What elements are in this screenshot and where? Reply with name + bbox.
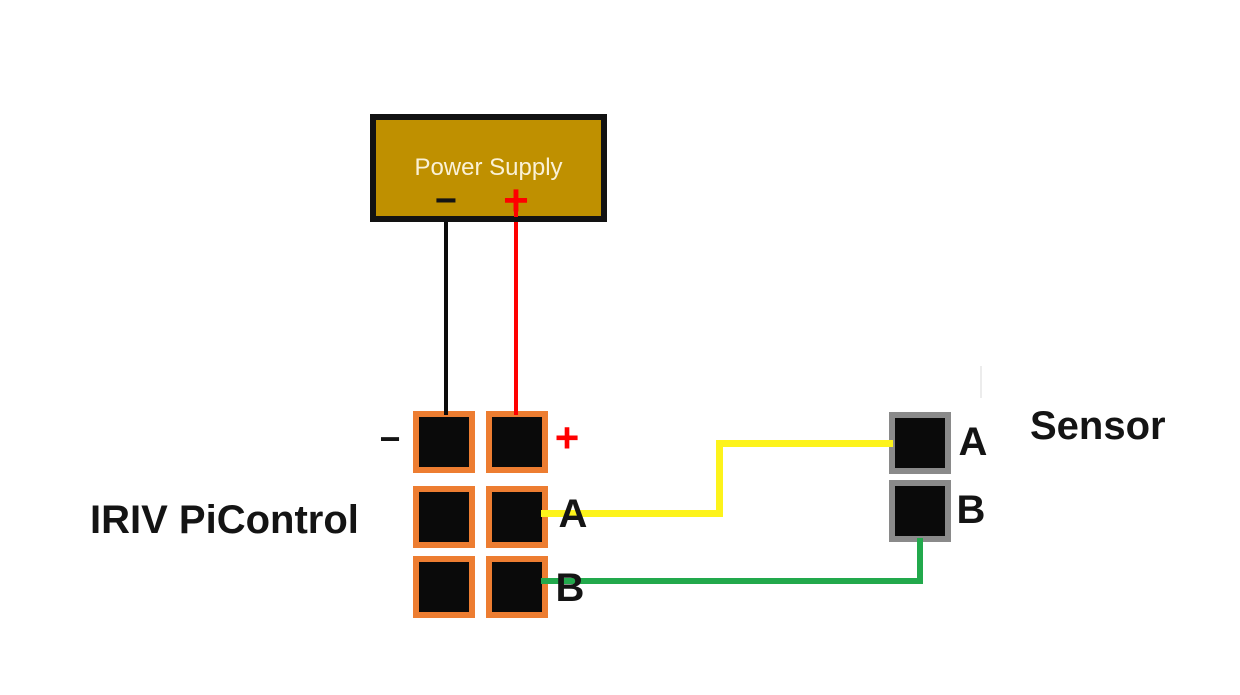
wire-power-positive — [514, 222, 518, 415]
wire-signal-a — [716, 440, 723, 517]
sensor-terminal-a — [889, 412, 951, 474]
sensor-pin-b-label: B — [956, 488, 986, 532]
wire-signal-a — [716, 440, 893, 447]
wire-power-positive-stub — [514, 208, 518, 217]
wire-power-negative — [444, 222, 448, 415]
power-supply-label: Power Supply — [414, 154, 563, 181]
wire-signal-b — [541, 578, 923, 584]
wire-signal-b — [917, 538, 923, 584]
controller-terminal-unused-1 — [413, 486, 475, 548]
controller-pin-a-label: A — [558, 492, 588, 536]
sensor-terminal-b — [889, 480, 951, 542]
controller-pin-minus-label: − — [379, 418, 401, 459]
controller-pin-b-label: B — [555, 566, 585, 610]
controller-terminal-unused-2 — [413, 556, 475, 618]
controller-title: IRIV PiControl — [90, 498, 359, 542]
sensor-title: Sensor — [1030, 404, 1166, 448]
controller-terminal-negative — [413, 411, 475, 473]
power-supply-minus-label: − — [434, 180, 458, 222]
artifact-line — [980, 366, 982, 398]
controller-terminal-b — [486, 556, 548, 618]
controller-terminal-a — [486, 486, 548, 548]
power-supply-plus-label: + — [503, 176, 529, 225]
wire-signal-a — [541, 510, 723, 517]
power-supply-box — [370, 114, 607, 222]
controller-pin-plus-label: + — [554, 414, 580, 461]
controller-terminal-positive — [486, 411, 548, 473]
sensor-pin-a-label: A — [958, 420, 988, 464]
